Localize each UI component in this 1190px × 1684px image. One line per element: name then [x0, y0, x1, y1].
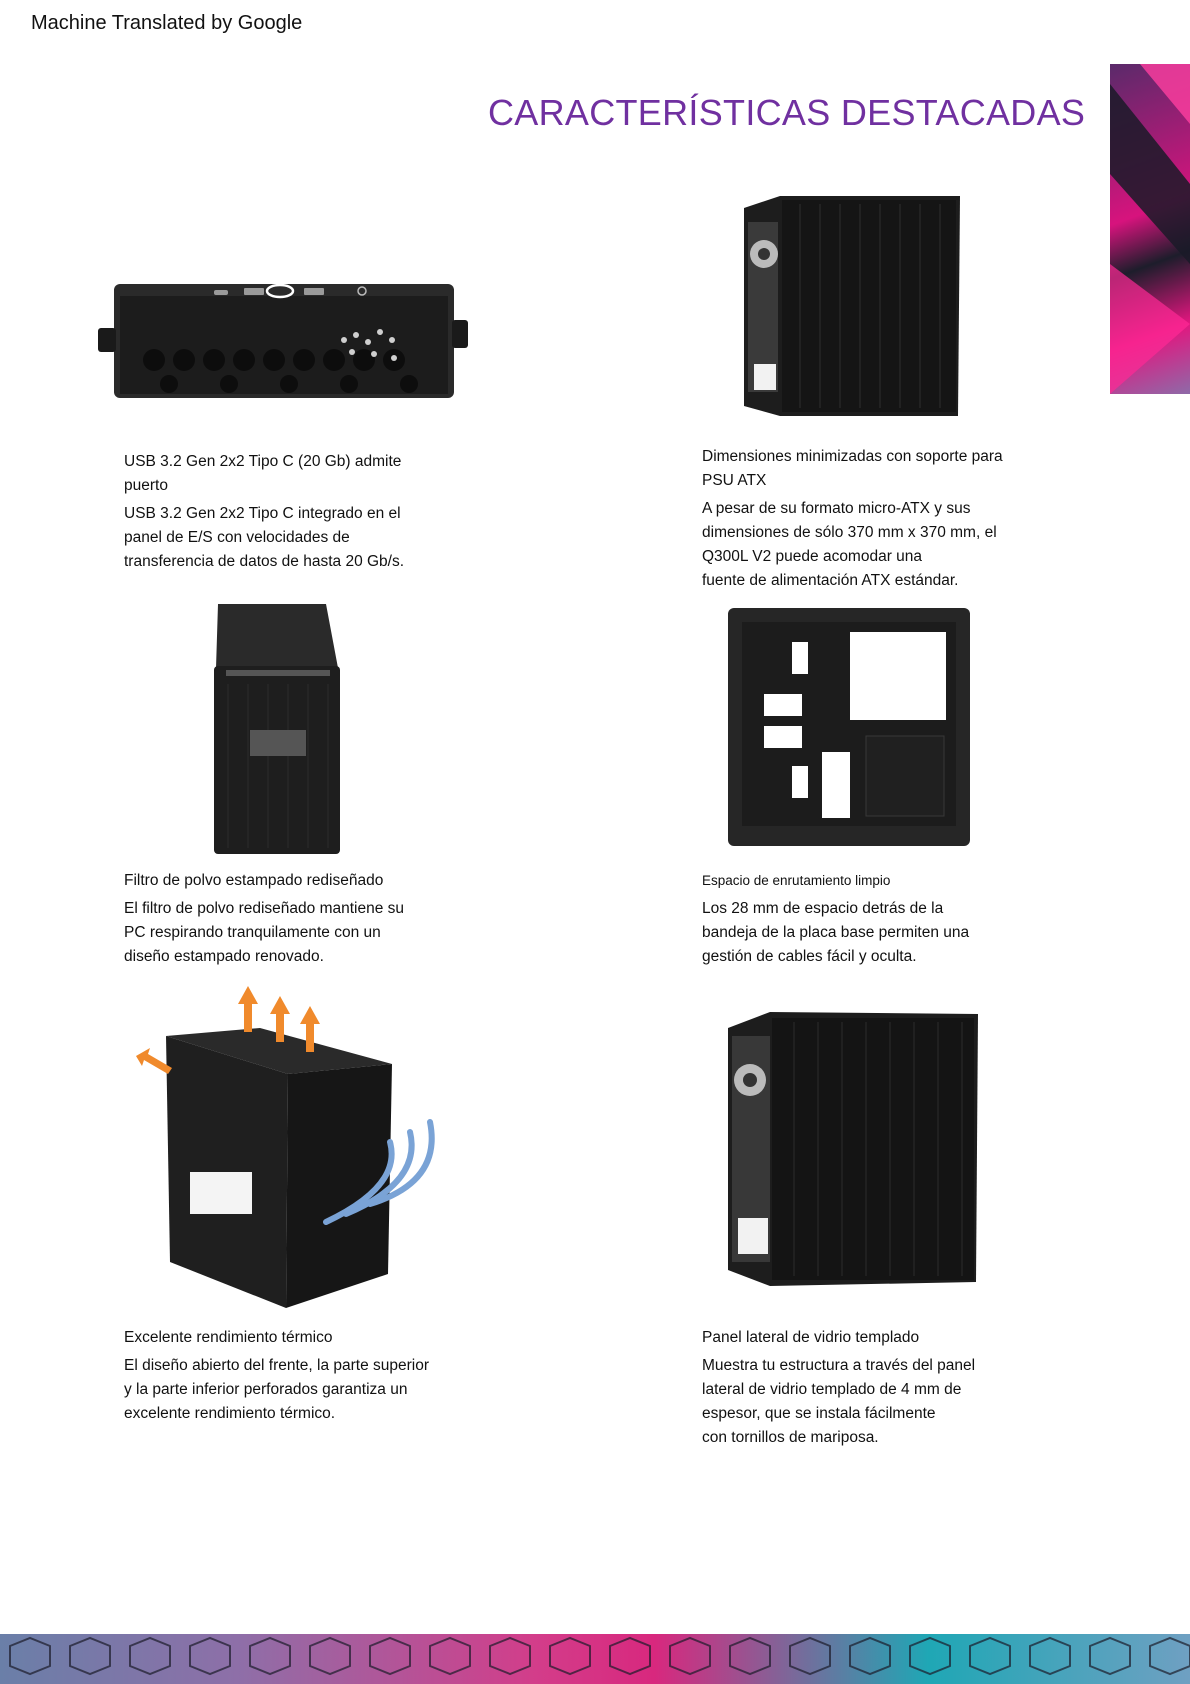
thermal-airflow-image: [130, 982, 464, 1312]
feature-title: Excelente rendimiento térmico: [124, 1329, 333, 1346]
feature-cable-routing: Espacio de enrutamiento limpio Los 28 mm…: [702, 869, 1032, 969]
io-panel-image: [94, 280, 474, 400]
cable-routing-image: [726, 606, 972, 852]
feature-description: El diseño abierto del frente, la parte s…: [124, 1357, 430, 1422]
feature-dimensions: Dimensiones minimizadas con soporte para…: [702, 445, 1042, 593]
feature-title: USB 3.2 Gen 2x2 Tipo C (20 Gb) admite pu…: [124, 453, 402, 494]
feature-tempered-glass: Panel lateral de vidrio templado Muestra…: [702, 1326, 1032, 1450]
decorative-bottom-band: [0, 1634, 1190, 1684]
feature-description: USB 3.2 Gen 2x2 Tipo C integrado en el p…: [124, 505, 405, 570]
dust-filter-image: [208, 600, 350, 856]
tempered-glass-image: [724, 1008, 980, 1290]
feature-usb-c: USB 3.2 Gen 2x2 Tipo C (20 Gb) admite pu…: [124, 450, 454, 574]
feature-description: A pesar de su formato micro-ATX y sus di…: [702, 500, 997, 589]
feature-description: El filtro de polvo rediseñado mantiene s…: [124, 900, 405, 965]
feature-dust-filter: Filtro de polvo estampado rediseñado El …: [124, 869, 454, 969]
feature-title: Panel lateral de vidrio templado: [702, 1329, 920, 1346]
feature-title: Dimensiones minimizadas con soporte para…: [702, 448, 1003, 489]
feature-thermal: Excelente rendimiento térmico El diseño …: [124, 1326, 464, 1426]
decorative-side-strip: [1110, 64, 1190, 394]
machine-translation-banner: Machine Translated by Google: [31, 12, 303, 34]
feature-description: Muestra tu estructura a través del panel…: [702, 1357, 976, 1446]
page-title: CARACTERÍSTICAS DESTACADAS: [488, 92, 1086, 133]
case-dimensions-image: [740, 194, 960, 420]
feature-title: Filtro de polvo estampado rediseñado: [124, 872, 384, 889]
feature-title: Espacio de enrutamiento limpio: [702, 873, 891, 888]
feature-description: Los 28 mm de espacio detrás de la bandej…: [702, 900, 970, 965]
